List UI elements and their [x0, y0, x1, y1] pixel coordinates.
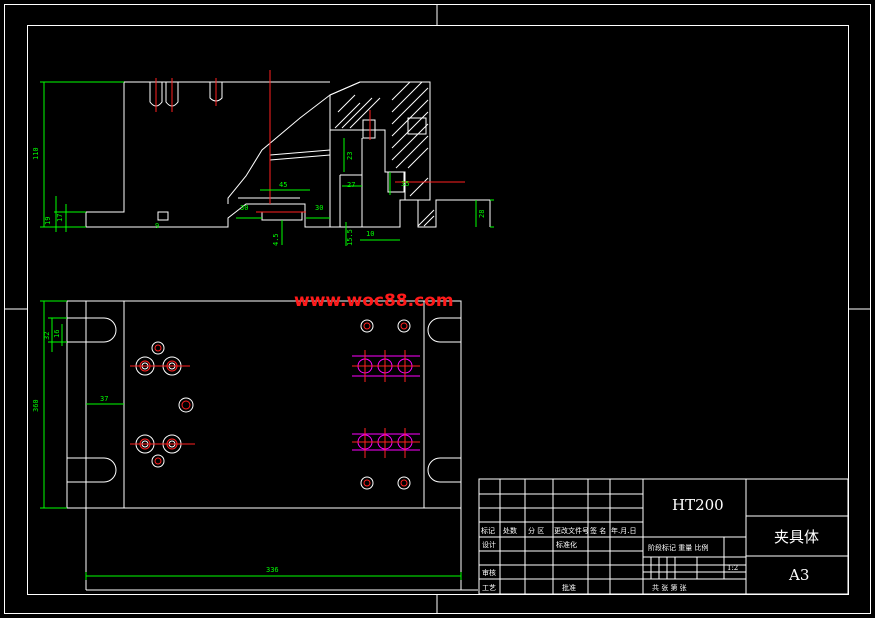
dim-top-right-28: 28 [478, 210, 486, 218]
slot-top-right [427, 317, 461, 343]
dim-top-base-b: 17 [56, 214, 64, 222]
dim-top-base-a: 19 [44, 217, 52, 225]
header-signature: 签 名 [590, 526, 606, 535]
dim-top-35: 35 [401, 180, 409, 188]
process-label: 工艺 [482, 584, 496, 592]
stage-weight-scale-label: 阶段标记 重量 比例 [648, 543, 708, 552]
dim-top-30a: 30 [240, 204, 248, 212]
slot-top-left [67, 317, 117, 343]
dim-top-15-5: 15.5 [346, 229, 354, 246]
front-view [85, 70, 491, 228]
material-label: HT200 [672, 496, 724, 514]
dim-plan-37: 37 [100, 395, 108, 403]
bolt-holes-left [130, 341, 195, 468]
dim-top-height: 110 [32, 147, 40, 160]
dim-top-27: 27 [347, 181, 355, 189]
dim-plan-slot-b: 16 [53, 330, 61, 338]
header-change-doc: 更改文件号 [554, 526, 589, 535]
plan-view [66, 300, 478, 591]
header-date: 年.月.日 [611, 526, 636, 535]
sheets-label: 共 张 第 张 [652, 583, 687, 592]
dim-top-23: 23 [346, 152, 354, 160]
dim-top-4-5: 4.5 [272, 233, 280, 246]
slot-bottom-right [427, 457, 461, 483]
section-hatch [334, 81, 435, 227]
bolt-holes-right [352, 319, 420, 490]
dim-plan-slot-a: 32 [43, 332, 51, 340]
header-mark: 标记 [481, 526, 495, 535]
approve-label: 批准 [562, 583, 576, 592]
dim-top-step: 9 [155, 222, 159, 230]
dim-plan-width: 336 [266, 566, 279, 574]
slot-bottom-left [67, 457, 117, 483]
watermark: www.woc88.com [294, 291, 454, 311]
front-view-dimensions: 110 19 17 9 45 30 30 4.5 23 27 35 10 15.… [32, 81, 494, 246]
header-count: 处数 [503, 526, 517, 535]
dim-plan-height: 360 [32, 399, 40, 412]
title-block: HT200 夹具体 A3 1:2 标记 处数 分 区 更改文件号 签 名 年.月… [478, 478, 849, 595]
scale-value: 1:2 [727, 564, 738, 572]
dim-top-45: 45 [279, 181, 287, 189]
dim-top-10: 10 [366, 230, 374, 238]
standardize-label: 标准化 [556, 540, 577, 549]
part-name: 夹具体 [774, 528, 819, 546]
header-zone: 分 区 [528, 526, 544, 535]
sheet-size: A3 [788, 566, 809, 584]
drawing-frame [4, 4, 871, 614]
design-label: 设计 [482, 540, 496, 549]
review-label: 审核 [482, 568, 496, 577]
plan-view-dimensions: 360 32 16 37 336 [32, 300, 462, 580]
dim-top-30b: 30 [315, 204, 323, 212]
